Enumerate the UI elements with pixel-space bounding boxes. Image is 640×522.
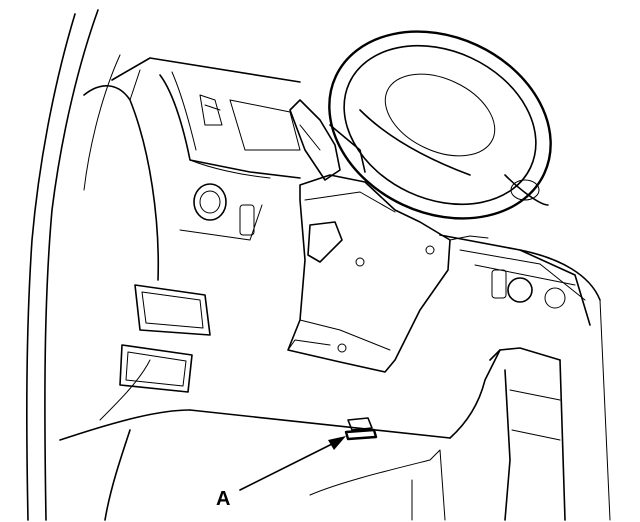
steering-wheel [328, 30, 552, 220]
center-console-controls [474, 264, 576, 309]
lower-left-switch-panels [119, 284, 211, 393]
dash-switches [179, 183, 263, 241]
lower-dash-panel [59, 349, 501, 521]
center-console-lower [489, 299, 611, 521]
callout-label-a: A [216, 488, 231, 510]
dashboard-outline [83, 57, 601, 326]
turn-signal-stalk [289, 99, 366, 181]
steering-column-cover [287, 174, 489, 373]
connector-a [344, 417, 378, 441]
instrument-cluster [159, 71, 301, 179]
windshield-pillar [26, 9, 121, 521]
callout-arrow [239, 436, 346, 491]
